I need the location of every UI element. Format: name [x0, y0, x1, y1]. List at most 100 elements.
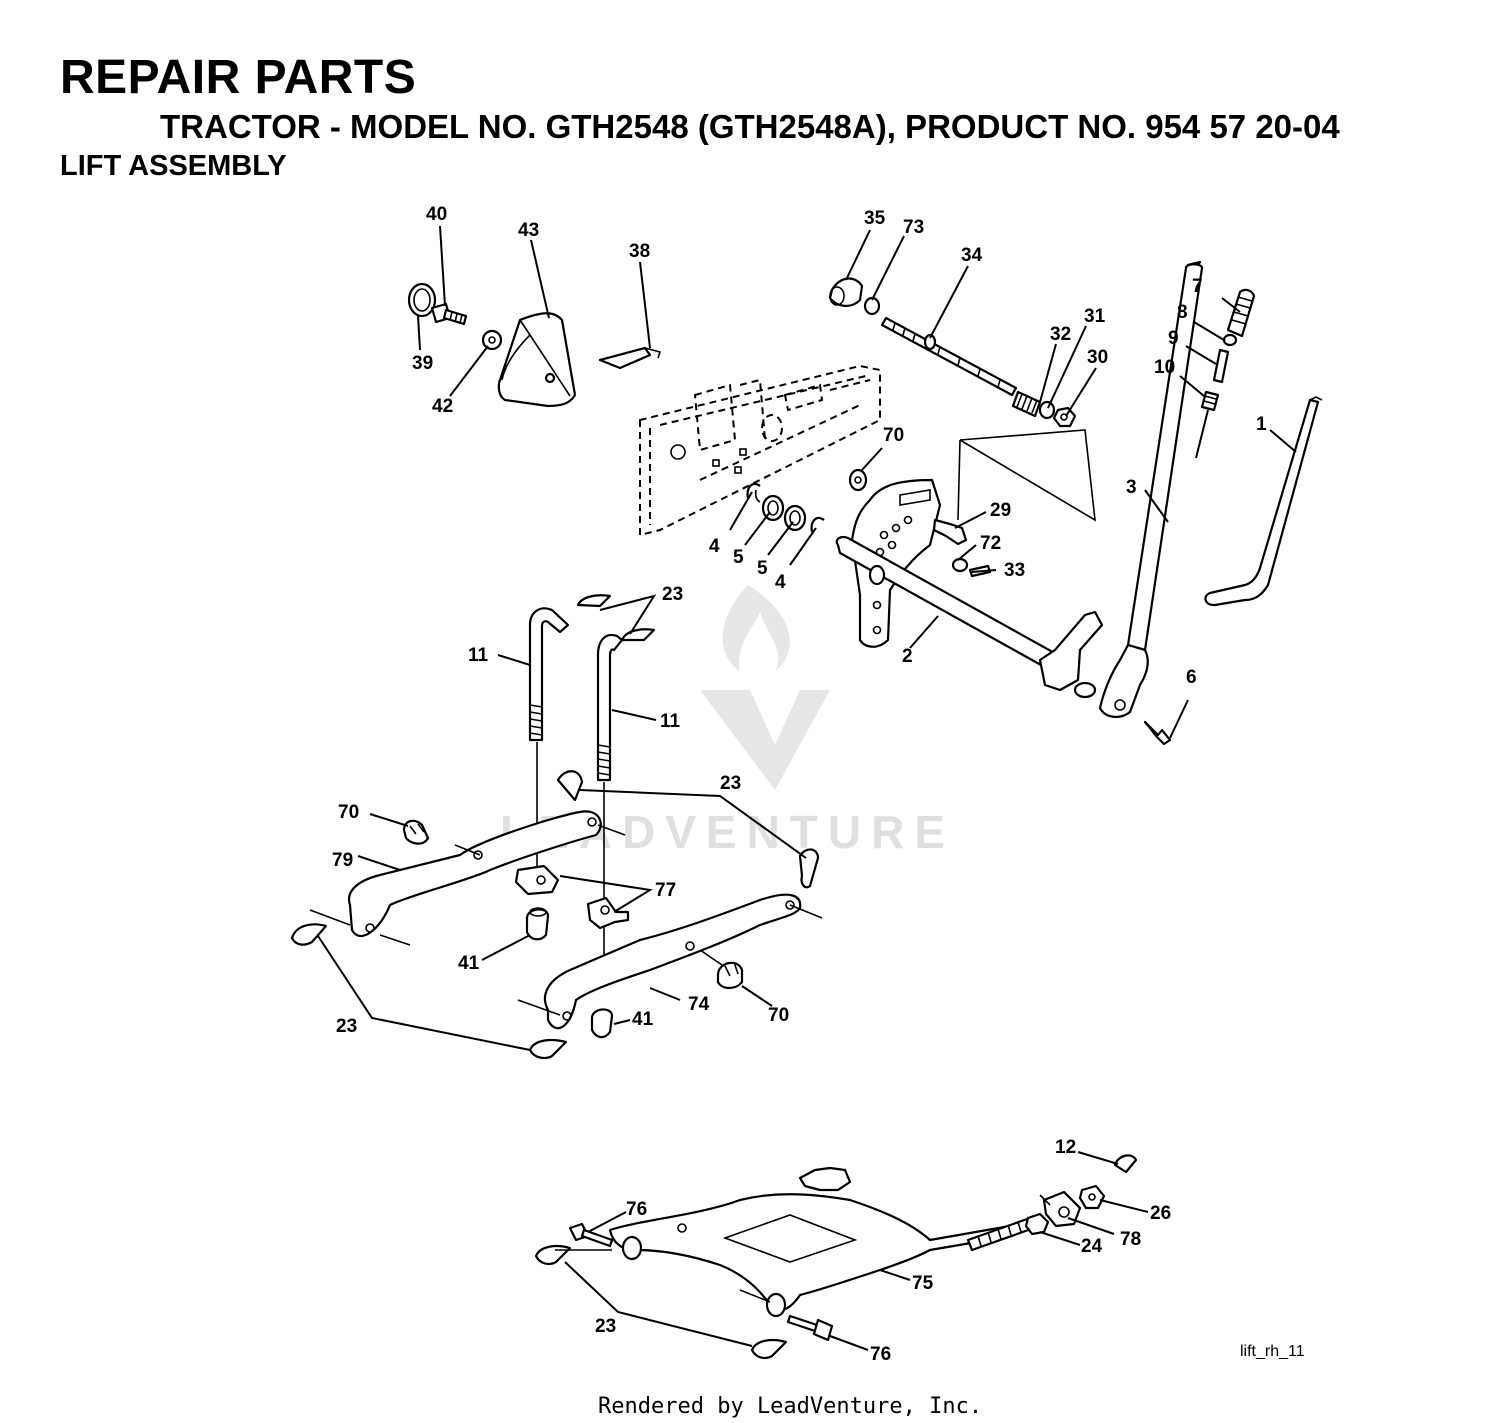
callout-29: 29 — [990, 500, 1011, 521]
part-7-grip — [1226, 288, 1256, 338]
callout-77: 77 — [655, 880, 676, 901]
part-35-knob — [828, 277, 864, 307]
callout-39: 39 — [412, 353, 433, 374]
part-11-jbolt-right — [596, 633, 624, 782]
part-42-washer — [481, 329, 503, 351]
callout-38: 38 — [629, 241, 650, 262]
callout-2: 2 — [902, 646, 913, 667]
callout-5a: 5 — [733, 547, 744, 568]
part-39-ring — [407, 282, 437, 318]
callout-30: 30 — [1087, 347, 1108, 368]
part-76-bolt-upper — [568, 1222, 614, 1248]
part-23-clip-bottom — [528, 1039, 568, 1060]
callout-76a: 76 — [626, 1199, 647, 1220]
callout-4b: 4 — [775, 572, 786, 593]
part-31-washer — [1038, 400, 1056, 420]
callout-33: 33 — [1004, 560, 1025, 581]
leader-lines — [317, 225, 1297, 1351]
callout-3: 3 — [1126, 477, 1137, 498]
part-38-clip — [598, 346, 662, 370]
callout-23a: 23 — [662, 584, 683, 605]
callout-4a: 4 — [709, 536, 720, 557]
callout-40: 40 — [426, 204, 447, 225]
part-41-nut-left — [525, 907, 550, 941]
part-23-clip-deck-lower — [750, 1339, 788, 1360]
part-32-spring — [1011, 390, 1042, 418]
part-8-collar — [1222, 333, 1238, 347]
callout-70b: 70 — [338, 802, 359, 823]
deck-axis-lines — [555, 1194, 1051, 1303]
part-72-washer — [951, 557, 969, 573]
section-title: LIFT ASSEMBLY — [60, 150, 287, 182]
axis-lines — [309, 824, 823, 1016]
part-76-bolt-lower — [786, 1314, 834, 1342]
callout-23d: 23 — [595, 1316, 616, 1337]
part-77-trunnion-left — [514, 864, 560, 896]
callout-5b: 5 — [757, 558, 768, 579]
part-40-bolt — [430, 302, 468, 326]
part-11-jbolt-left — [528, 607, 570, 742]
callout-26: 26 — [1150, 1203, 1171, 1224]
callout-43: 43 — [518, 220, 539, 241]
part-78-trunnion — [1042, 1190, 1082, 1228]
part-41-nut-right — [590, 1008, 614, 1039]
part-2-shaft — [835, 536, 1104, 699]
stud-top — [798, 1166, 852, 1192]
callout-12: 12 — [1055, 1137, 1076, 1158]
callout-79: 79 — [332, 850, 353, 871]
part-24-nut — [1024, 1212, 1050, 1236]
part-79-link — [347, 810, 602, 937]
page-title: REPAIR PARTS — [60, 51, 417, 104]
callout-75: 75 — [912, 1273, 934, 1294]
callout-41b: 41 — [632, 1009, 654, 1030]
callout-10: 10 — [1154, 357, 1175, 378]
part-1-rod — [1204, 396, 1323, 607]
part-70-nut-left — [402, 819, 430, 845]
part-43-knob-cover — [497, 312, 577, 408]
callout-11a: 11 — [468, 645, 489, 666]
callout-32: 32 — [1050, 324, 1071, 345]
part-5-washer-b — [783, 504, 807, 532]
part-34-rod — [880, 316, 1018, 397]
callout-9: 9 — [1168, 328, 1179, 349]
callout-23b: 23 — [720, 773, 741, 794]
callout-6: 6 — [1186, 667, 1197, 688]
callout-8: 8 — [1177, 302, 1188, 323]
drawing-reference: lift_rh_11 — [1240, 1343, 1305, 1360]
part-23-clip-top — [576, 594, 656, 642]
part-6-bolt — [1143, 720, 1172, 746]
part-73-washer — [863, 296, 881, 316]
callout-35: 35 — [864, 208, 886, 229]
part-23-clip-left — [290, 923, 328, 946]
part-12-clip — [1113, 1154, 1138, 1174]
callout-76b: 76 — [870, 1344, 891, 1365]
model-subtitle: TRACTOR - MODEL NO. GTH2548 (GTH2548A), … — [160, 108, 1340, 145]
part-3-lever — [1098, 260, 1204, 718]
part-70-nut-right — [716, 961, 744, 990]
callout-42: 42 — [432, 396, 453, 417]
part-23-clip-deck-upper — [534, 1245, 572, 1266]
callout-31: 31 — [1084, 306, 1106, 327]
rod-guide-lines — [536, 742, 605, 960]
part-29-fitting — [932, 518, 968, 546]
part-23-clip-right — [798, 848, 820, 889]
footer-credit: Rendered by LeadVenture, Inc. — [598, 1394, 982, 1419]
callout-24: 24 — [1081, 1236, 1103, 1257]
part-75-bracket — [608, 1193, 1014, 1318]
callout-72: 72 — [980, 533, 1001, 554]
part-9-spring — [1212, 348, 1230, 384]
part-4-clip-a — [746, 482, 761, 503]
mounting-bracket — [639, 364, 881, 537]
callout-70a: 70 — [883, 425, 904, 446]
part-26-nut — [1078, 1184, 1106, 1210]
callout-7: 7 — [1192, 276, 1203, 297]
callout-74: 74 — [688, 994, 710, 1015]
callout-70c: 70 — [768, 1005, 789, 1026]
part-77-trunnion-right — [586, 896, 630, 930]
callout-11b: 11 — [660, 711, 681, 732]
part-70-washer-top — [848, 468, 868, 492]
callout-34: 34 — [961, 245, 983, 266]
reference-box — [957, 429, 1096, 522]
callout-41a: 41 — [458, 953, 480, 974]
